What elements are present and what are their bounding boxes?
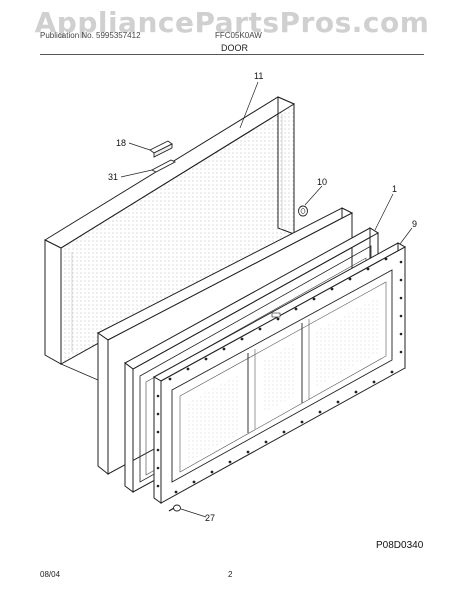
callout-27: 27: [205, 513, 215, 523]
publication-number: Publication No. 5995357412: [40, 31, 141, 40]
callout-31: 31: [108, 172, 118, 182]
handle-gasket-part: [151, 159, 176, 173]
page-number: 2: [228, 570, 233, 579]
footer-date: 08/04: [40, 570, 61, 579]
door-handle-part: [149, 140, 173, 158]
watermark-logo: AppliancePartsPros.com: [34, 6, 430, 39]
door-screw-part: [168, 504, 181, 512]
callout-11: 11: [254, 71, 263, 81]
callout-leader-lines: [120, 81, 413, 518]
door-bumper-part: [298, 205, 308, 217]
callout-10: 10: [317, 177, 327, 187]
header-rule: [40, 54, 424, 55]
callout-1: 1: [392, 184, 397, 194]
outer-door-panel: [152, 242, 407, 504]
section-title: DOOR: [221, 43, 248, 53]
model-number: FFC05K0AW: [215, 31, 262, 40]
figure-id: P08D0340: [376, 540, 424, 551]
door-liner-panel: [43, 96, 296, 365]
callout-9: 9: [412, 219, 417, 229]
callout-18: 18: [116, 138, 126, 148]
